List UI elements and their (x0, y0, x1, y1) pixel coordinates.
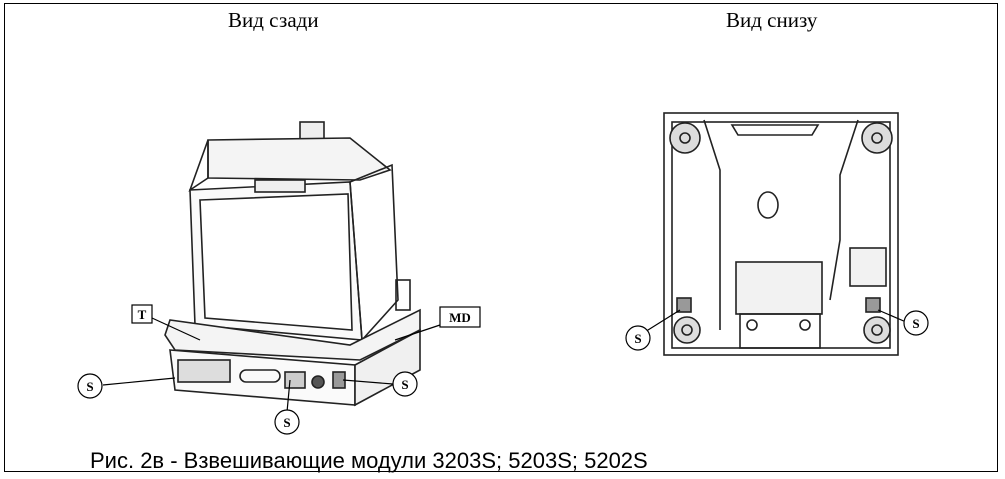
label-s-bottom-view-right: S (912, 316, 919, 331)
bottom-view-drawing (663, 112, 899, 356)
figure-caption: Рис. 2в - Взвешивающие модули 3203S; 520… (90, 448, 648, 473)
bottom-view-title: Вид снизу (726, 8, 818, 32)
rear-view-title: Вид сзади (228, 8, 319, 32)
figure-frame (4, 3, 998, 472)
label-s-left: S (86, 379, 93, 394)
label-s-right: S (401, 377, 408, 392)
label-s-bottom: S (283, 415, 290, 430)
label-md: MD (449, 310, 471, 325)
callouts (77, 304, 929, 435)
label-s-bottom-view-left: S (634, 331, 641, 346)
label-t: T (138, 307, 147, 322)
rear-view-drawing (164, 121, 421, 407)
